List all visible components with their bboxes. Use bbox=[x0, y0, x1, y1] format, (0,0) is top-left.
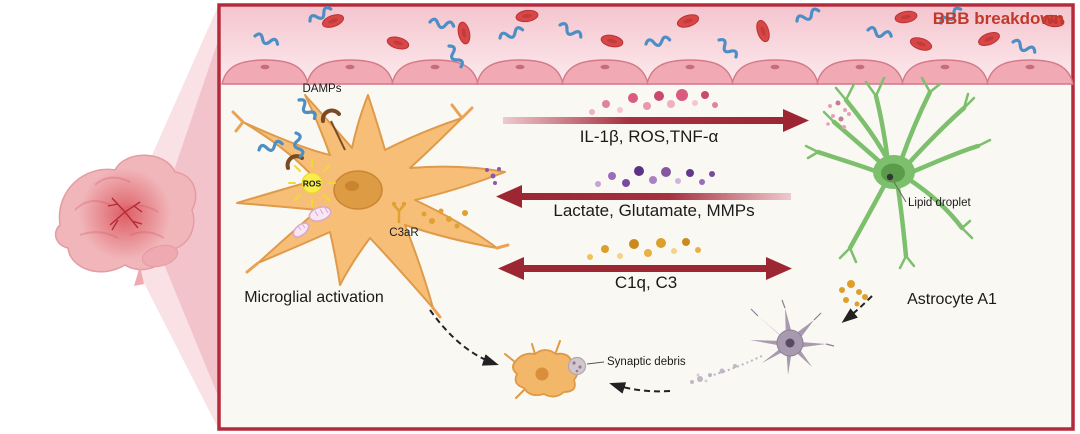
microglia-nucleolus bbox=[345, 181, 359, 191]
microglia-nucleus bbox=[333, 170, 383, 210]
cytokine-arrow: IL-1β, ROS,TNF-α bbox=[503, 89, 809, 146]
dashed-arrow-neuron-to-debris bbox=[609, 382, 671, 394]
astrocyte-nucleus bbox=[881, 163, 905, 183]
arrow-head bbox=[783, 109, 809, 132]
debris-leader-line bbox=[586, 361, 605, 365]
bbb-vessel-band bbox=[221, 4, 1074, 85]
arrow-head bbox=[766, 257, 792, 280]
mitochondrion-icon bbox=[292, 222, 310, 238]
bbb-breakdown-label: BBB breakdown bbox=[933, 9, 1064, 28]
complement-arrow: C1q, C3 bbox=[498, 238, 792, 292]
phagocytic-microglia-cell bbox=[504, 340, 605, 399]
neuron-nucleus bbox=[785, 338, 795, 348]
metabolite-arrow: Lactate, Glutamate, MMPs bbox=[496, 166, 791, 220]
arrow-shaft bbox=[503, 117, 783, 124]
damp-receptor-icon bbox=[320, 108, 346, 151]
lipid-droplet-icon bbox=[886, 173, 894, 181]
lipid-leader-line bbox=[893, 181, 907, 203]
complement-dots bbox=[587, 238, 701, 260]
neuron-twigs bbox=[750, 299, 835, 347]
arrow-head bbox=[498, 257, 524, 280]
astrocyte-cell bbox=[804, 76, 992, 270]
c3ar-receptor-icon bbox=[391, 201, 407, 224]
astrocyte-endfeet bbox=[804, 76, 992, 270]
brain-illustration bbox=[54, 154, 197, 286]
microglia-cell: ROS bbox=[231, 94, 510, 319]
c3ar-label: C3aR bbox=[389, 227, 418, 239]
lipid-droplet-label: Lipid droplet bbox=[908, 197, 971, 209]
arrow-shaft bbox=[521, 193, 791, 200]
cytokine-dots bbox=[589, 89, 718, 115]
metabolite-dots bbox=[595, 166, 715, 187]
metabolite-arrow-label: Lactate, Glutamate, MMPs bbox=[553, 201, 754, 220]
brain-vessels bbox=[107, 197, 143, 231]
synaptic-debris-icon bbox=[567, 356, 587, 376]
neuron-cell bbox=[690, 299, 835, 384]
ros-burst-icon: ROS bbox=[288, 159, 336, 207]
astrocyte-branches bbox=[815, 89, 981, 259]
c3-fragment-dots bbox=[421, 208, 468, 229]
astrocyte-a1-label: Astrocyte A1 bbox=[907, 291, 997, 308]
phagocyte-nucleus bbox=[535, 367, 549, 381]
complement-arrow-label: C1q, C3 bbox=[615, 273, 677, 292]
axon-debris-specks bbox=[690, 364, 737, 384]
microglia-twigs bbox=[231, 103, 510, 319]
synaptic-debris-label: Synaptic debris bbox=[607, 356, 686, 368]
damps-label: DAMPs bbox=[303, 83, 342, 95]
arrow-shaft bbox=[523, 265, 767, 272]
cytokine-arrow-label: IL-1β, ROS,TNF-α bbox=[580, 127, 719, 146]
microglia-activation-label: Microglial activation bbox=[244, 289, 384, 306]
arrow-head bbox=[496, 185, 522, 208]
mitochondrion-icon bbox=[308, 206, 332, 222]
mmp-specks bbox=[485, 167, 501, 185]
complement-dots-astrocyte bbox=[839, 280, 868, 307]
phagocyte-twigs bbox=[504, 340, 561, 399]
astrocyte-specks bbox=[826, 100, 851, 129]
ros-label: ROS bbox=[303, 179, 322, 189]
dashed-arrow-astrocyte-to-neuron bbox=[841, 295, 873, 323]
